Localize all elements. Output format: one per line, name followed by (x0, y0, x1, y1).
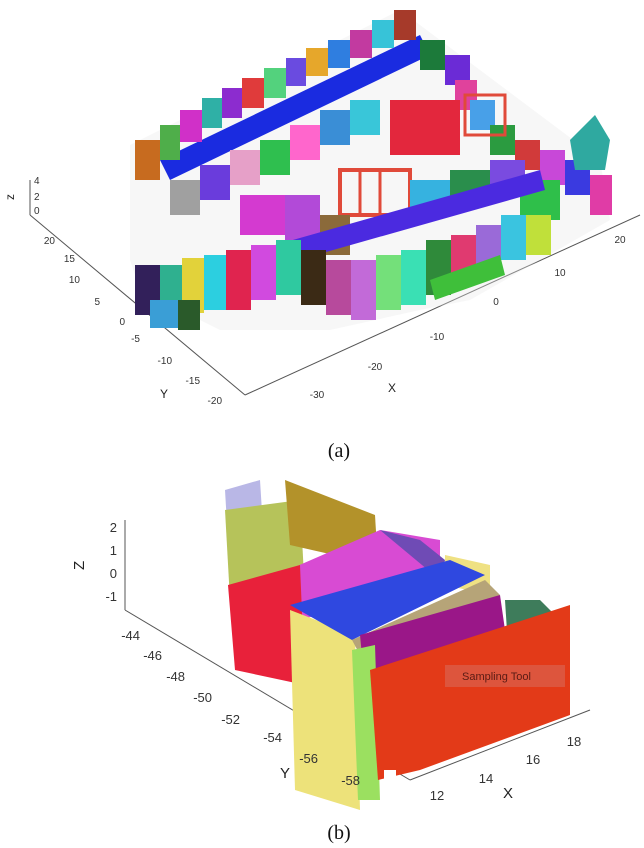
y-tick: -46 (143, 648, 162, 663)
z-tick: -1 (105, 589, 117, 604)
point-cloud-rooms (225, 480, 570, 810)
y-tick: 0 (119, 317, 125, 328)
figure-b: Sampling Tool 2 1 0 -1 Z -44 -46 -48 -50… (0, 470, 644, 848)
figure-a: 0 2 4 z 20 15 10 5 0 -5 -10 -15 -20 Y -3… (3, 10, 641, 407)
y-tick: -5 (131, 334, 140, 345)
x-tick: 16 (526, 752, 540, 767)
y-tick: -58 (341, 773, 360, 788)
y-tick: 5 (94, 297, 100, 308)
z-tick: 0 (34, 206, 40, 217)
x-tick: 14 (479, 771, 493, 786)
z-tick: 0 (110, 566, 117, 581)
z-axis-label: z (3, 194, 17, 200)
z-tick: 2 (110, 520, 117, 535)
y-axis-label: Y (280, 765, 290, 782)
caption-a: (a) (327, 440, 351, 462)
z-tick: 2 (34, 192, 40, 203)
x-tick: -30 (310, 390, 325, 401)
y-tick: -15 (186, 376, 201, 387)
point-cloud-building (130, 10, 612, 330)
y-tick: -20 (208, 396, 223, 407)
z-tick: 1 (110, 543, 117, 558)
y-tick: 10 (69, 275, 81, 286)
figure-a-plot: 0 2 4 z 20 15 10 5 0 -5 -10 -15 -20 Y -3… (3, 10, 641, 407)
x-tick: 12 (430, 788, 444, 803)
x-tick: 10 (554, 268, 566, 279)
y-tick: -56 (299, 751, 318, 766)
figure-b-plot: Sampling Tool 2 1 0 -1 Z -44 -46 -48 -50… (71, 480, 591, 810)
caption-b: (b) (327, 822, 351, 844)
y-tick: -54 (263, 730, 282, 745)
y-tick: 20 (44, 236, 56, 247)
y-tick: -50 (193, 690, 212, 705)
x-tick: -20 (368, 362, 383, 373)
y-tick: -44 (121, 628, 140, 643)
z-axis-label: Z (71, 561, 88, 570)
x-tick: 18 (567, 734, 581, 749)
x-axis-label: X (388, 381, 396, 395)
overlay-text: Sampling Tool (462, 671, 531, 683)
y-axis-label: Y (160, 387, 168, 401)
y-tick: -52 (221, 712, 240, 727)
x-tick: 20 (614, 235, 626, 246)
x-axis-label: X (503, 785, 513, 802)
x-tick: -10 (430, 332, 445, 343)
y-tick: 15 (64, 254, 76, 265)
y-tick: -10 (158, 356, 173, 367)
y-tick: -48 (166, 669, 185, 684)
x-tick: 0 (493, 297, 499, 308)
z-tick: 4 (34, 176, 40, 187)
